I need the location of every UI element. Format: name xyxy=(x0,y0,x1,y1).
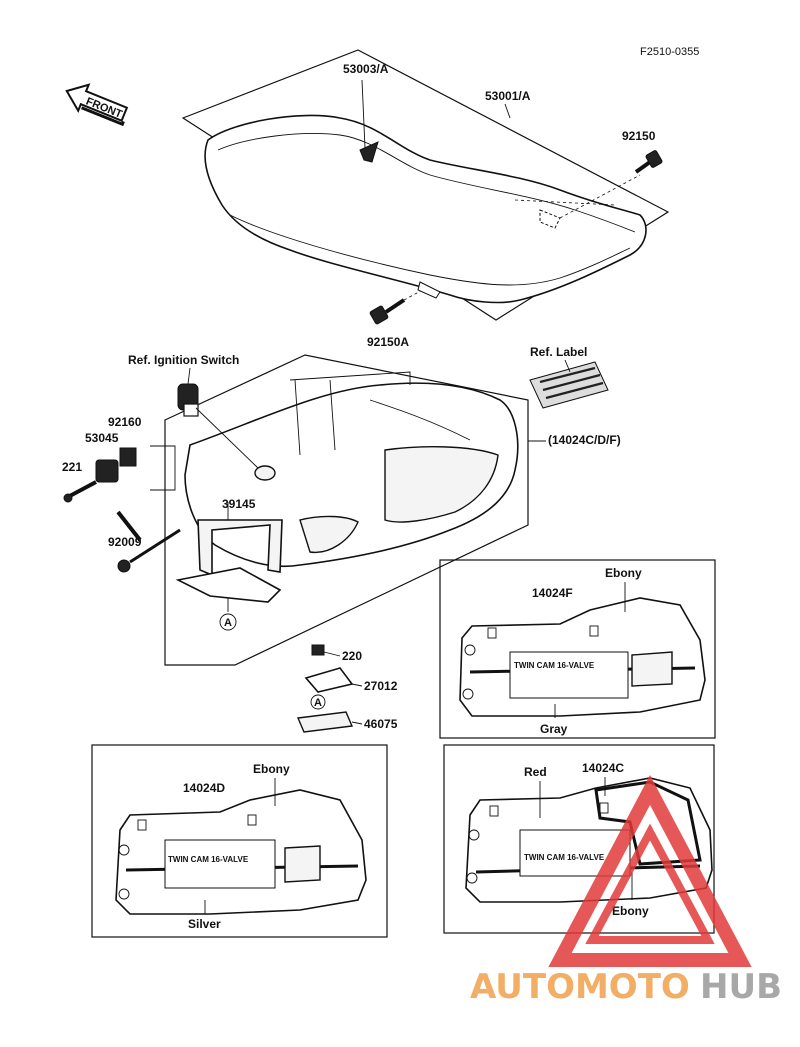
label-ref-label: Ref. Label xyxy=(530,345,587,359)
label-f-bottom-color: Gray xyxy=(540,722,568,736)
figure-code: F2510-0355 xyxy=(640,46,699,58)
label-92150a: 92150A xyxy=(367,335,409,349)
label-c-top-color: Red xyxy=(524,765,547,779)
ref-a-2: A xyxy=(314,697,322,709)
label-f-top-color: Ebony xyxy=(605,566,642,580)
latch-hardware: A 220 27012 46075 xyxy=(296,644,398,733)
label-92160: 92160 xyxy=(108,415,142,429)
label-39145: 39145 xyxy=(222,497,256,511)
grab-handle-icon: A xyxy=(175,502,283,631)
bolt-92150-icon xyxy=(634,150,663,174)
label-ignition: Ref. Ignition Switch xyxy=(128,353,239,367)
label-53045: 53045 xyxy=(85,431,119,445)
label-53001a: 53001/A xyxy=(485,89,531,103)
label-220: 220 xyxy=(342,649,362,663)
label-221: 221 xyxy=(62,460,82,474)
ignition-switch-icon xyxy=(177,383,259,469)
decal-f: TWIN CAM 16-VALVE xyxy=(514,661,595,670)
variant-panel-14024f: TWIN CAM 16-VALVE 14024F Ebony Gray xyxy=(439,559,716,739)
label-27012: 27012 xyxy=(364,679,398,693)
label-14024f: 14024F xyxy=(532,586,573,600)
label-46075: 46075 xyxy=(364,717,398,731)
watermark-triangle-icon xyxy=(548,775,752,967)
watermark: AUTOMOTO HUB xyxy=(470,775,782,1007)
tail-cover-assembly: A Ref. Ignition Switch Ref. Label (14024… xyxy=(62,345,621,666)
side-fasteners-icon xyxy=(63,445,181,573)
front-arrow-icon: FRONT xyxy=(65,83,129,127)
seat-assembly: 53003/A 53001/A 92150 92150A xyxy=(181,49,670,349)
label-tail-cover: (14024C/D/F) xyxy=(548,433,621,447)
bolt-92150a-icon xyxy=(369,281,441,325)
ref-circle-a-icon xyxy=(310,694,326,710)
watermark-text-2: HUB xyxy=(700,967,782,1007)
label-d-bottom-color: Silver xyxy=(188,917,221,931)
label-14024c: 14024C xyxy=(582,761,624,775)
ref-a-1: A xyxy=(224,617,232,629)
variant-panel-14024d: TWIN CAM 16-VALVE 14024D Ebony Silver xyxy=(91,744,388,938)
ref-circle-a-icon xyxy=(219,613,237,631)
ref-label-sticker-icon xyxy=(529,359,609,409)
decal-d: TWIN CAM 16-VALVE xyxy=(168,855,249,864)
decal-c: TWIN CAM 16-VALVE xyxy=(524,853,605,862)
label-14024d: 14024D xyxy=(183,781,225,795)
watermark-text-1: AUTOMOTO xyxy=(470,967,690,1007)
label-53003a: 53003/A xyxy=(343,62,389,76)
label-d-top-color: Ebony xyxy=(253,762,290,776)
label-92150: 92150 xyxy=(622,129,656,143)
label-c-bottom-color: Ebony xyxy=(612,904,649,918)
label-92009: 92009 xyxy=(108,535,142,549)
